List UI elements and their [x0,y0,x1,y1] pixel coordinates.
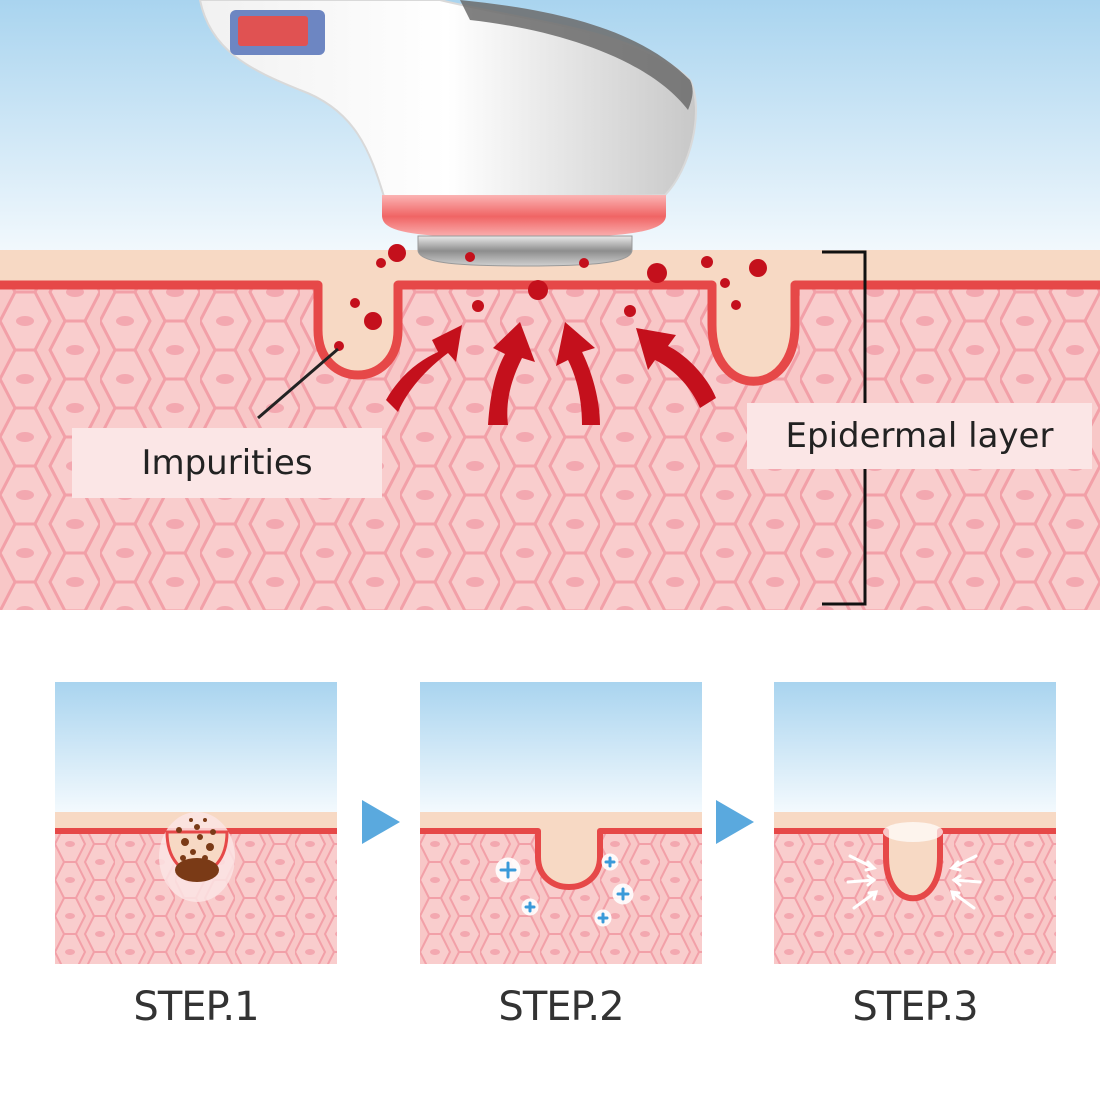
clogged-pore-icon [159,812,235,902]
impurity-particle-icon [334,244,767,351]
epidermal-layer-label: Epidermal layer [747,403,1092,469]
next-step-arrow-icon [362,800,400,844]
upward-arrow-icon [386,322,716,425]
pore-left [318,285,398,375]
epidermis-line [0,280,1100,386]
step-3-panel [774,682,1056,964]
main-diagram [0,0,1100,610]
step-3-label: STEP.3 [852,984,978,1030]
step-2-label: STEP.2 [498,984,624,1030]
impurities-label: Impurities [72,428,382,498]
step-1-panel [55,682,337,964]
next-step-arrow-icon [716,800,754,844]
tighten-arrow-icon [846,854,982,910]
step-1-label: STEP.1 [133,984,259,1030]
step-2-panel [420,682,702,964]
impurities-pointer [257,347,339,420]
pore-right [712,285,795,382]
